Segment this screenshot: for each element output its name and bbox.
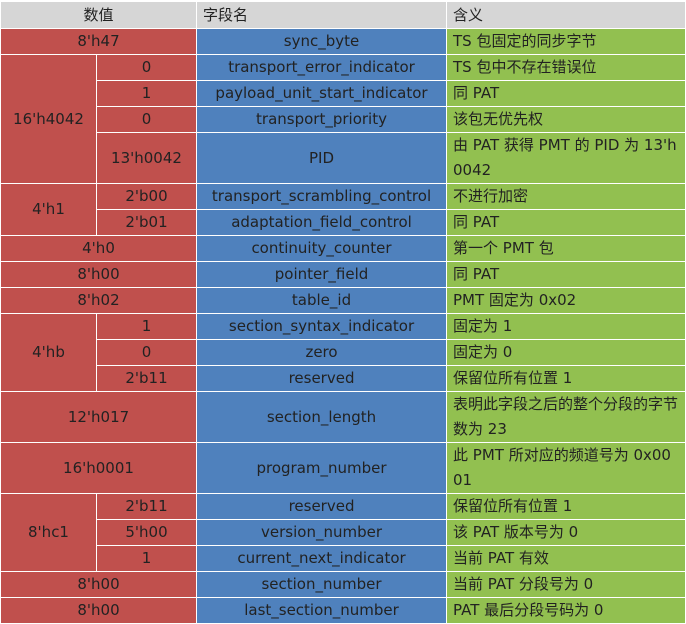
value-cell: 8'h00	[0, 597, 198, 624]
field-name-cell: pointer_field	[196, 261, 448, 288]
group-value-cell: 16'h4042	[0, 54, 97, 184]
meaning-cell: 固定为 0	[446, 339, 686, 366]
sub-value-cell: 2'b11	[95, 365, 198, 392]
table-row: 8'h00 pointer_field 同 PAT	[0, 261, 686, 288]
sub-value-cell: 5'h00	[95, 519, 198, 546]
table-row: 1 payload_unit_start_indicator 同 PAT	[1, 80, 686, 107]
meaning-cell: 当前 PAT 分段号为 0	[446, 571, 686, 598]
meaning-cell: 同 PAT	[446, 80, 686, 107]
meaning-cell: 该 PAT 版本号为 0	[446, 519, 686, 546]
table-row: 8'h00 last_section_number PAT 最后分段号码为 0	[0, 597, 686, 624]
table-header-row: 数值 字段名 含义	[0, 1, 686, 29]
sub-value-cell: 2'b11	[95, 493, 198, 520]
field-name-cell: section_number	[196, 571, 448, 598]
sub-value-cell: 13'h0042	[95, 132, 198, 184]
field-name-cell: table_id	[196, 287, 448, 314]
table-row: 8'h02 table_id PMT 固定为 0x02	[0, 287, 686, 314]
sub-value-cell: 0	[95, 339, 198, 366]
field-name-cell: section_syntax_indicator	[196, 313, 448, 340]
meaning-cell: 固定为 1	[446, 313, 686, 340]
field-name-cell: sync_byte	[196, 28, 448, 55]
meaning-cell: TS 包中不存在错误位	[446, 54, 686, 81]
field-name-cell: program_number	[196, 442, 448, 494]
field-name-cell: zero	[196, 339, 448, 366]
table-row: 13'h0042 PID 由 PAT 获得 PMT 的 PID 为 13'h00…	[1, 132, 686, 184]
table-row: 2'b11 reserved 保留位所有位置 1	[1, 365, 686, 392]
meaning-cell: 保留位所有位置 1	[446, 365, 686, 392]
sub-value-cell: 1	[95, 313, 198, 340]
sub-value-cell: 1	[95, 80, 198, 107]
sub-value-cell: 0	[95, 54, 198, 81]
value-cell: 4'h0	[0, 235, 198, 262]
field-name-cell: continuity_counter	[196, 235, 448, 262]
value-cell: 8'h47	[0, 28, 198, 55]
sub-value-cell: 2'b01	[95, 209, 198, 236]
header-meaning: 含义	[446, 1, 686, 29]
value-cell: 16'h0001	[0, 442, 198, 494]
table-row: 0 zero 固定为 0	[1, 339, 686, 366]
meaning-cell: 不进行加密	[446, 183, 686, 210]
value-cell: 8'h00	[0, 571, 198, 598]
meaning-cell: 该包无优先权	[446, 106, 686, 133]
field-name-cell: last_section_number	[196, 597, 448, 624]
table-row: 0 transport_priority 该包无优先权	[1, 106, 686, 133]
field-name-cell: section_length	[196, 391, 448, 443]
group-value-cell: 4'hb	[0, 313, 97, 392]
sub-value-cell: 1	[95, 545, 198, 572]
meaning-cell: 由 PAT 获得 PMT 的 PID 为 13'h0042	[446, 132, 686, 184]
table-row: 4'hb 1 section_syntax_indicator 固定为 1	[0, 313, 686, 392]
group-value-cell: 4'h1	[0, 183, 97, 236]
table-row: 4'h0 continuity_counter 第一个 PMT 包	[0, 235, 686, 262]
field-name-cell: transport_priority	[196, 106, 448, 133]
meaning-cell: 保留位所有位置 1	[446, 493, 686, 520]
sub-value-cell: 0	[95, 106, 198, 133]
table-row: 12'h017 section_length 表明此字段之后的整个分段的字节数为…	[0, 391, 686, 443]
field-name-cell: reserved	[196, 493, 448, 520]
meaning-cell: 第一个 PMT 包	[446, 235, 686, 262]
meaning-cell: 表明此字段之后的整个分段的字节数为 23	[446, 391, 686, 443]
value-cell: 8'h00	[0, 261, 198, 288]
meaning-cell: TS 包固定的同步字节	[446, 28, 686, 55]
meaning-cell: 此 PMT 所对应的频道号为 0x0001	[446, 442, 686, 494]
field-name-cell: PID	[196, 132, 448, 184]
field-name-cell: current_next_indicator	[196, 545, 448, 572]
field-name-cell: adaptation_field_control	[196, 209, 448, 236]
meaning-cell: PAT 最后分段号码为 0	[446, 597, 686, 624]
field-name-cell: payload_unit_start_indicator	[196, 80, 448, 107]
header-value: 数值	[0, 1, 198, 29]
field-name-cell: reserved	[196, 365, 448, 392]
field-name-cell: transport_error_indicator	[196, 54, 448, 81]
meaning-cell: 同 PAT	[446, 209, 686, 236]
table-row: 16'h4042 0 transport_error_indicator TS …	[0, 54, 686, 184]
header-field-name: 字段名	[196, 1, 448, 29]
table-row: 8'hc1 2'b11 reserved 保留位所有位置 1	[0, 493, 686, 572]
table-row: 8'h00 section_number 当前 PAT 分段号为 0	[0, 571, 686, 598]
value-cell: 12'h017	[0, 391, 198, 443]
group-value-cell: 8'hc1	[0, 493, 97, 572]
value-cell: 8'h02	[0, 287, 198, 314]
table-row: 2'b01 adaptation_field_control 同 PAT	[1, 209, 686, 236]
table-row: 16'h0001 program_number 此 PMT 所对应的频道号为 0…	[0, 442, 686, 494]
field-name-cell: transport_scrambling_control	[196, 183, 448, 210]
field-name-cell: version_number	[196, 519, 448, 546]
table-row: 5'h00 version_number 该 PAT 版本号为 0	[1, 519, 686, 546]
table-row: 4'h1 2'b00 transport_scrambling_control …	[0, 183, 686, 236]
sub-value-cell: 2'b00	[95, 183, 198, 210]
table-row: 8'h47 sync_byte TS 包固定的同步字节	[0, 28, 686, 55]
meaning-cell: 当前 PAT 有效	[446, 545, 686, 572]
meaning-cell: 同 PAT	[446, 261, 686, 288]
meaning-cell: PMT 固定为 0x02	[446, 287, 686, 314]
table-row: 1 current_next_indicator 当前 PAT 有效	[1, 545, 686, 572]
